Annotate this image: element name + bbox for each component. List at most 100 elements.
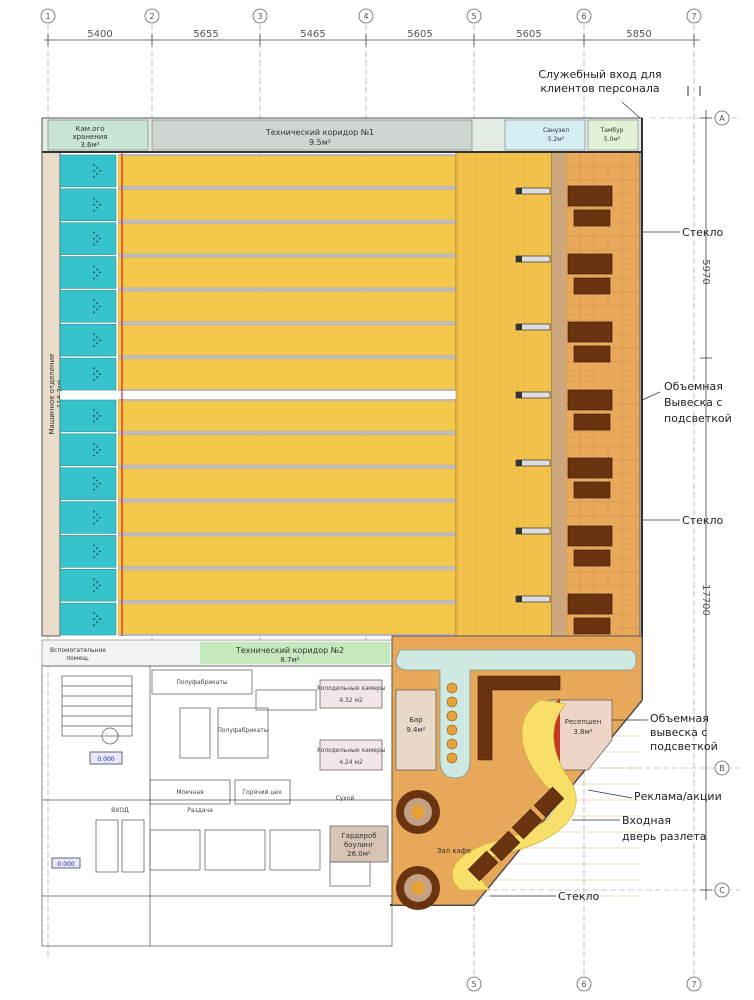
gutter bbox=[118, 253, 456, 256]
axis-number: 1 bbox=[45, 12, 50, 21]
room-label: Вспомогательное bbox=[50, 647, 106, 654]
callout-text: Реклама/акции bbox=[634, 790, 722, 803]
sofa bbox=[567, 593, 613, 615]
pins-icon bbox=[93, 510, 101, 525]
room-label: боулинг bbox=[344, 841, 374, 849]
seating-floor bbox=[551, 151, 641, 673]
right-dimension-line bbox=[700, 110, 712, 900]
room-label: Бар bbox=[409, 716, 423, 724]
sofa bbox=[567, 457, 613, 479]
gutter bbox=[118, 600, 456, 603]
room-area: 3.8м² bbox=[573, 728, 592, 736]
ball-return-end bbox=[516, 596, 522, 602]
ball-return-end bbox=[516, 256, 522, 262]
tech-corridor-2-highlight bbox=[200, 642, 390, 664]
lane bbox=[117, 325, 457, 356]
lane-divider bbox=[60, 391, 456, 399]
pins-icon bbox=[93, 409, 101, 423]
pins-icon bbox=[93, 612, 101, 626]
lane bbox=[117, 223, 457, 254]
kitchen-label: Полуфабрикаты bbox=[217, 727, 269, 734]
callout-text: дверь разлета bbox=[622, 830, 706, 843]
callout-text: Стекло bbox=[682, 226, 724, 239]
kitchen-label: 4.32 м2 bbox=[339, 697, 363, 704]
gutter bbox=[118, 323, 456, 326]
pin-deck bbox=[59, 501, 117, 534]
lane bbox=[117, 400, 457, 432]
pins-icon bbox=[93, 367, 101, 381]
lane bbox=[117, 358, 457, 390]
pin-deck bbox=[59, 154, 117, 188]
lane bbox=[117, 434, 457, 465]
callout-text: клиентов персонала bbox=[540, 82, 659, 95]
pins-icon bbox=[93, 476, 101, 491]
axis-number: 6 bbox=[581, 980, 586, 989]
dimension-label: 5465 bbox=[300, 29, 325, 40]
ball-return-end bbox=[516, 392, 522, 398]
axis-letter: C bbox=[719, 886, 725, 895]
gutter bbox=[118, 430, 456, 433]
walkway bbox=[552, 152, 566, 652]
pins-icon bbox=[93, 442, 101, 457]
callout-text: Служебный вход для bbox=[538, 68, 661, 81]
room-label: хранения bbox=[72, 133, 107, 141]
sofa bbox=[573, 617, 611, 635]
pins-icon bbox=[93, 333, 101, 348]
room-area: 5.0м² bbox=[604, 136, 621, 143]
bowling-lanes bbox=[60, 154, 457, 636]
room-area: 5.2м² bbox=[548, 136, 565, 143]
sofa bbox=[573, 549, 611, 567]
pins-icon bbox=[93, 164, 101, 178]
service-entrance-marker bbox=[687, 86, 701, 96]
room-label: Ресепшен bbox=[565, 718, 602, 726]
gutter bbox=[118, 602, 456, 605]
vestibule-room bbox=[587, 119, 639, 151]
pin-deck bbox=[59, 256, 117, 289]
pin-deck bbox=[59, 290, 117, 323]
pin-deck bbox=[59, 467, 117, 500]
pin-deck bbox=[59, 433, 117, 466]
room-label: Тамбур bbox=[600, 127, 624, 134]
gutter bbox=[118, 154, 456, 156]
gutter bbox=[118, 287, 456, 290]
axis-number: 7 bbox=[691, 980, 696, 989]
callout-text: Стекло bbox=[682, 514, 724, 527]
room-label: Технический коридор №1 bbox=[265, 128, 374, 137]
ball-return-end bbox=[516, 324, 522, 330]
room-label: Санузел bbox=[543, 127, 569, 134]
sofa bbox=[573, 209, 611, 227]
pin-decks bbox=[59, 154, 117, 636]
gutter bbox=[118, 498, 456, 501]
gutter bbox=[118, 399, 456, 401]
gutter bbox=[118, 500, 456, 503]
gutter bbox=[118, 532, 456, 535]
sofa bbox=[573, 413, 611, 431]
axis-letters-right: A B C bbox=[719, 114, 725, 895]
room-label: помещ. bbox=[66, 655, 89, 662]
ball-return-end bbox=[516, 188, 522, 194]
callout-text: подсветкой bbox=[650, 740, 718, 753]
sofa bbox=[573, 481, 611, 499]
axis-numbers-top: 1 2 3 4 5 6 7 bbox=[45, 12, 696, 21]
kitchen-label: 4.24 м2 bbox=[339, 759, 363, 766]
room-label: Гардероб bbox=[341, 832, 376, 840]
kitchen-label: Холодильные камеры bbox=[316, 685, 385, 692]
gutter bbox=[118, 534, 456, 537]
axis-number: 2 bbox=[149, 12, 154, 21]
callout-text: подсветкой bbox=[664, 412, 732, 425]
pin-deck bbox=[59, 602, 117, 636]
gutter bbox=[118, 289, 456, 292]
callouts: Служебный вход для клиентов персонала Ст… bbox=[490, 68, 732, 903]
sofa bbox=[567, 185, 613, 207]
callout-text: Объемная bbox=[650, 712, 709, 725]
axis-bubbles-right bbox=[714, 110, 730, 898]
gutter bbox=[118, 634, 456, 636]
top-dimension-line bbox=[44, 34, 700, 46]
sofa bbox=[573, 277, 611, 295]
kitchen-label: Холодильные камеры bbox=[316, 747, 385, 754]
pin-deck bbox=[59, 357, 117, 391]
kitchen-label: Горячий цех bbox=[242, 789, 282, 796]
kitchen-label: Сухой bbox=[336, 795, 355, 802]
pins-icon bbox=[93, 265, 101, 280]
pins-icon bbox=[93, 544, 101, 559]
